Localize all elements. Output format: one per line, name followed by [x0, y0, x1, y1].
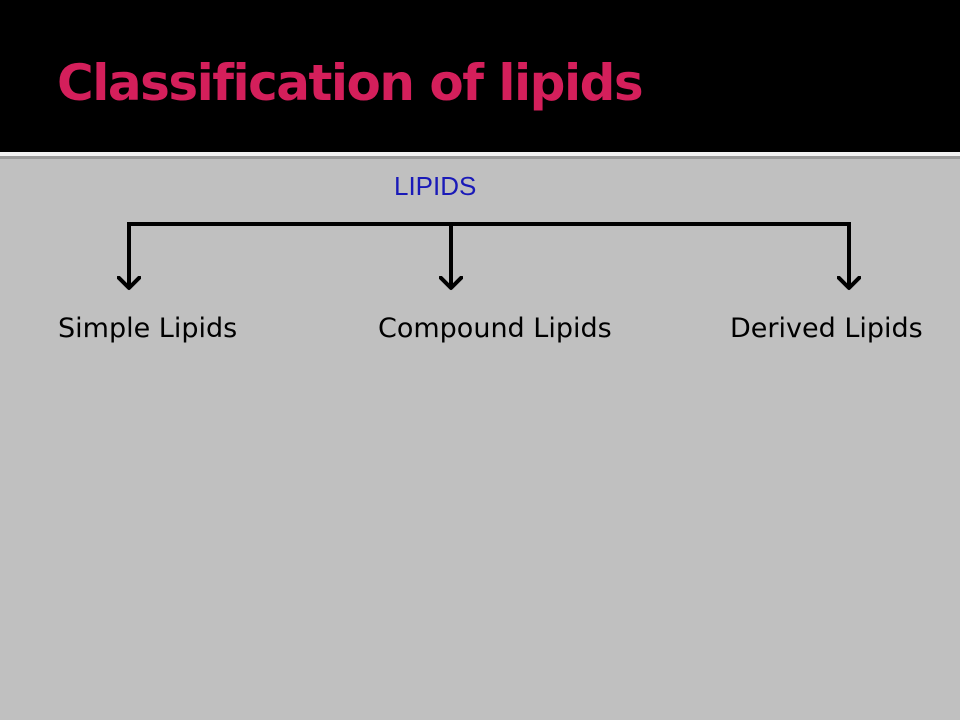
root-node-label: LIPIDS — [394, 171, 477, 201]
slide-title: Classification of lipids — [57, 54, 644, 112]
title-divider-shadow — [0, 156, 960, 159]
node-simple-lipids: Simple Lipids — [58, 313, 238, 344]
title-band: Classification of lipids — [0, 0, 960, 152]
node-compound-lipids: Compound Lipids — [378, 313, 612, 344]
title-divider — [0, 152, 960, 156]
node-derived-lipids: Derived Lipids — [730, 313, 923, 344]
